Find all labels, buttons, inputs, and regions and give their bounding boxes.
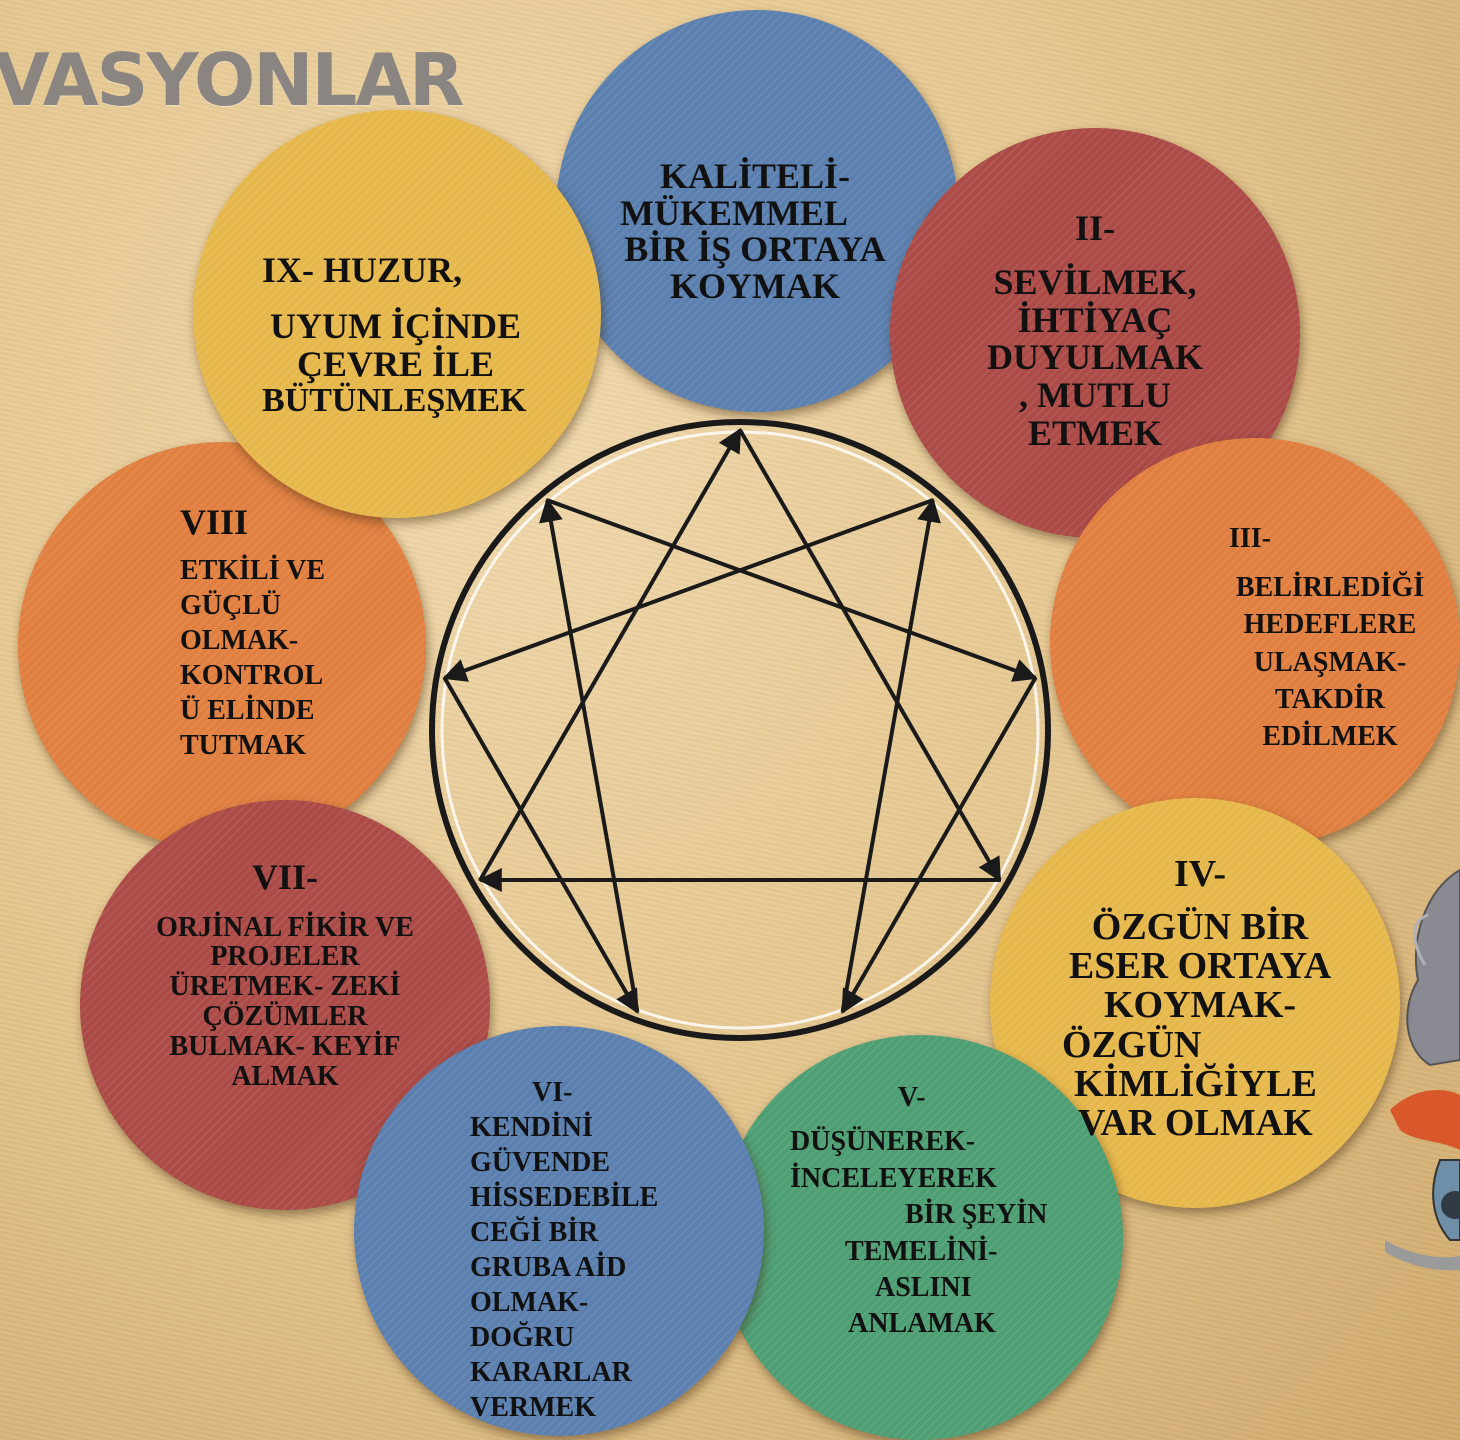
node-4-line: ESER ORTAYA bbox=[1068, 945, 1332, 988]
node-1-line: KALİTELİ- bbox=[659, 156, 851, 196]
node-8-line: Ü ELİNDE bbox=[180, 695, 315, 726]
node-circle-3 bbox=[1050, 438, 1460, 848]
node-5-line: BİR ŞEYİN bbox=[905, 1199, 1048, 1231]
enneagram-arrow-2-4 bbox=[840, 676, 1038, 1014]
enneagram-arrow-4-1 bbox=[840, 497, 941, 1013]
node-5-heading: V- bbox=[898, 1082, 926, 1113]
node-5-line: DÜŞÜNEREK- bbox=[790, 1126, 976, 1158]
node-4-line: VAR OLMAK bbox=[1078, 1101, 1313, 1144]
node-4-line: KOYMAK- bbox=[1103, 984, 1297, 1027]
node-circle-1 bbox=[556, 10, 958, 412]
node-8-line: ETKİLİ VE bbox=[180, 555, 325, 586]
node-8-heading: VIII bbox=[180, 502, 249, 542]
node-5-line: İNCELEYEREK bbox=[790, 1162, 997, 1194]
node-2-line: SEVİLMEK, bbox=[993, 261, 1197, 302]
node-2-heading: II- bbox=[1074, 208, 1115, 248]
node-3-text: III- BELİRLEDİĞİ HEDEFLERE ULAŞMAK- TAKD… bbox=[1225, 520, 1435, 755]
node-6-line: GRUBA AİD bbox=[470, 1252, 627, 1283]
enneagram-arrow-6-9 bbox=[478, 427, 742, 881]
node-3-line: HEDEFLERE bbox=[1243, 609, 1417, 641]
enneagram-arrow-5-8 bbox=[539, 497, 640, 1013]
node-5-line: TEMELİNİ- bbox=[845, 1235, 998, 1267]
node-6-line: CEĞİ BİR bbox=[470, 1217, 599, 1248]
node-6-line: KARARLAR bbox=[470, 1357, 632, 1388]
page-title: VASYONLAR bbox=[0, 38, 464, 122]
node-7-heading: VII- bbox=[251, 857, 318, 897]
cartoon-figure-decoration bbox=[1385, 868, 1460, 1271]
node-circle-5 bbox=[718, 1035, 1123, 1440]
node-4-line: KİMLİĞİYLE bbox=[1074, 1062, 1317, 1105]
node-circle-7 bbox=[80, 800, 490, 1210]
enneagram-diagram bbox=[429, 419, 1051, 1041]
node-7-text: VII- ORJİNAL FİKİR VE PROJELER ÜRETMEK- … bbox=[140, 858, 430, 1092]
node-3-line: ULAŞMAK- bbox=[1253, 646, 1407, 678]
node-9-line: ÇEVRE İLE bbox=[297, 343, 495, 384]
node-1-text: KALİTELİ- MÜKEMMEL BİR İŞ ORTAYA KOYMAK bbox=[620, 158, 890, 305]
node-3-heading: III- bbox=[1229, 523, 1272, 554]
node-1-line: KOYMAK bbox=[670, 266, 840, 307]
node-2-text: II- SEVİLMEK, İHTİYAÇ DUYULMAK , MUTLU E… bbox=[960, 208, 1230, 453]
node-2-line: , MUTLU bbox=[1019, 375, 1171, 416]
node-2-line: ETMEK bbox=[1027, 412, 1162, 453]
node-6-text: VI- KENDİNİ GÜVENDE HİSSEDEBİLE CEĞİ BİR… bbox=[470, 1075, 680, 1425]
node-4-text: IV- ÖZGÜN BİR ESER ORTAYA KOYMAK- ÖZGÜN … bbox=[1060, 853, 1340, 1144]
node-8-line: KONTROL bbox=[180, 660, 324, 691]
node-1-line: BİR İŞ ORTAYA bbox=[624, 229, 886, 270]
node-6-line: VERMEK bbox=[470, 1392, 596, 1423]
node-6-line: DOĞRU bbox=[470, 1322, 575, 1353]
node-6-line: KENDİNİ bbox=[470, 1112, 593, 1143]
node-4-line: ÖZGÜN BİR bbox=[1091, 906, 1309, 949]
node-6-heading: VI- bbox=[532, 1077, 573, 1108]
enneagram-arrow-9-3 bbox=[738, 429, 1002, 883]
node-9-text: IX- HUZUR, UYUM İÇİNDE ÇEVRE İLE BÜTÜNLE… bbox=[262, 250, 552, 420]
enneagram-arrow-8-2 bbox=[546, 498, 1038, 682]
node-6-line: OLMAK- bbox=[470, 1287, 589, 1318]
enneagram-outer-ring bbox=[429, 419, 1051, 1041]
node-7-line: ÇÖZÜMLER bbox=[202, 1001, 368, 1033]
node-9-line: BÜTÜNLEŞMEK bbox=[262, 382, 527, 420]
node-3-line: EDİLMEK bbox=[1262, 721, 1398, 753]
node-7-line: ÜRETMEK- ZEKİ bbox=[169, 971, 401, 1003]
node-circle-6 bbox=[354, 1026, 764, 1436]
node-8-line: TUTMAK bbox=[180, 730, 306, 761]
enneagram-arrow-7-5 bbox=[442, 676, 640, 1014]
node-7-line: BULMAK- KEYİF bbox=[169, 1031, 401, 1063]
node-8-line: OLMAK- bbox=[180, 625, 299, 656]
node-3-line: TAKDİR bbox=[1275, 683, 1385, 715]
node-6-line: HİSSEDEBİLE bbox=[470, 1182, 659, 1213]
node-8-line: GÜÇLÜ bbox=[180, 590, 282, 621]
node-4-heading: IV- bbox=[1173, 853, 1227, 895]
node-5-line: ASLINI bbox=[875, 1271, 972, 1303]
node-circle-9 bbox=[193, 110, 601, 518]
node-7-line: ALMAK bbox=[231, 1061, 339, 1093]
node-2-line: DUYULMAK bbox=[987, 337, 1203, 378]
node-3-line: BELİRLEDİĞİ bbox=[1235, 572, 1425, 604]
node-2-line: İHTİYAÇ bbox=[1017, 299, 1173, 340]
node-7-line: PROJELER bbox=[210, 941, 360, 973]
node-6-line: GÜVENDE bbox=[470, 1147, 611, 1178]
node-5-text: V- DÜŞÜNEREK- İNCELEYEREK BİR ŞEYİN TEME… bbox=[790, 1080, 1060, 1343]
node-4-line: ÖZGÜN bbox=[1062, 1023, 1202, 1066]
node-9-line: UYUM İÇİNDE bbox=[270, 305, 521, 346]
node-7-line: ORJİNAL FİKİR VE bbox=[156, 911, 414, 943]
node-9-heading: IX- HUZUR, bbox=[262, 250, 463, 290]
node-8-text: VIII ETKİLİ VE GÜÇLÜ OLMAK- KONTROL Ü EL… bbox=[180, 500, 380, 763]
node-5-line: ANLAMAK bbox=[848, 1308, 996, 1340]
enneagram-arrow-1-7 bbox=[442, 498, 934, 682]
node-1-line: MÜKEMMEL bbox=[620, 192, 848, 233]
